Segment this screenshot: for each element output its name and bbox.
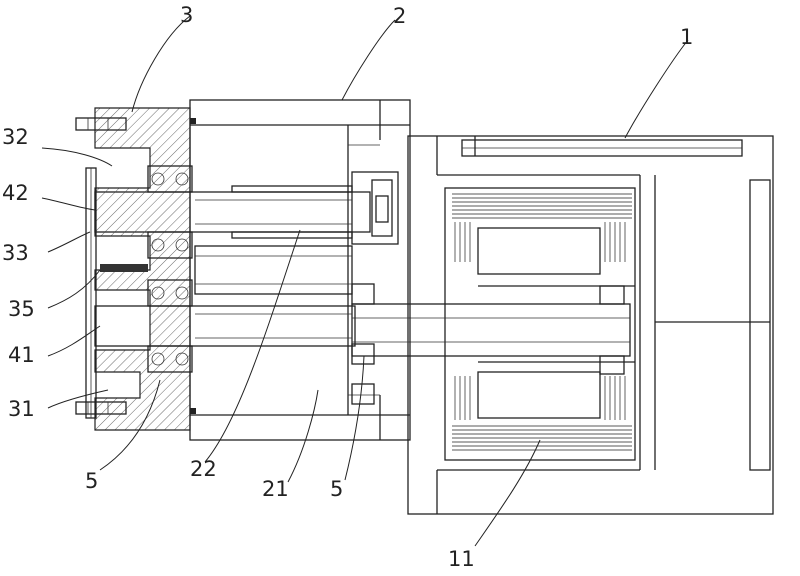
shaft-41 (95, 306, 355, 346)
label-33: 33 (2, 241, 29, 265)
motor-shaft (352, 286, 630, 374)
label-31: 31 (8, 397, 35, 421)
stator-core (445, 188, 635, 460)
end-cap (76, 108, 190, 430)
shaft-22 (195, 246, 352, 294)
label-3: 3 (180, 3, 193, 27)
gearbox-housing (190, 100, 410, 440)
motor-housing (408, 136, 773, 514)
label-22: 22 (190, 457, 217, 481)
label-5-right: 5 (330, 477, 343, 501)
label-32: 32 (2, 125, 29, 149)
label-5-left: 5 (85, 469, 98, 493)
label-1: 1 (680, 25, 693, 49)
label-21: 21 (262, 477, 289, 501)
winding-top (452, 194, 632, 274)
label-41: 41 (8, 343, 35, 367)
label-42: 42 (2, 181, 29, 205)
winding-bottom (452, 372, 632, 450)
label-35: 35 (8, 297, 35, 321)
label-11: 11 (448, 547, 475, 571)
label-2: 2 (393, 4, 406, 28)
